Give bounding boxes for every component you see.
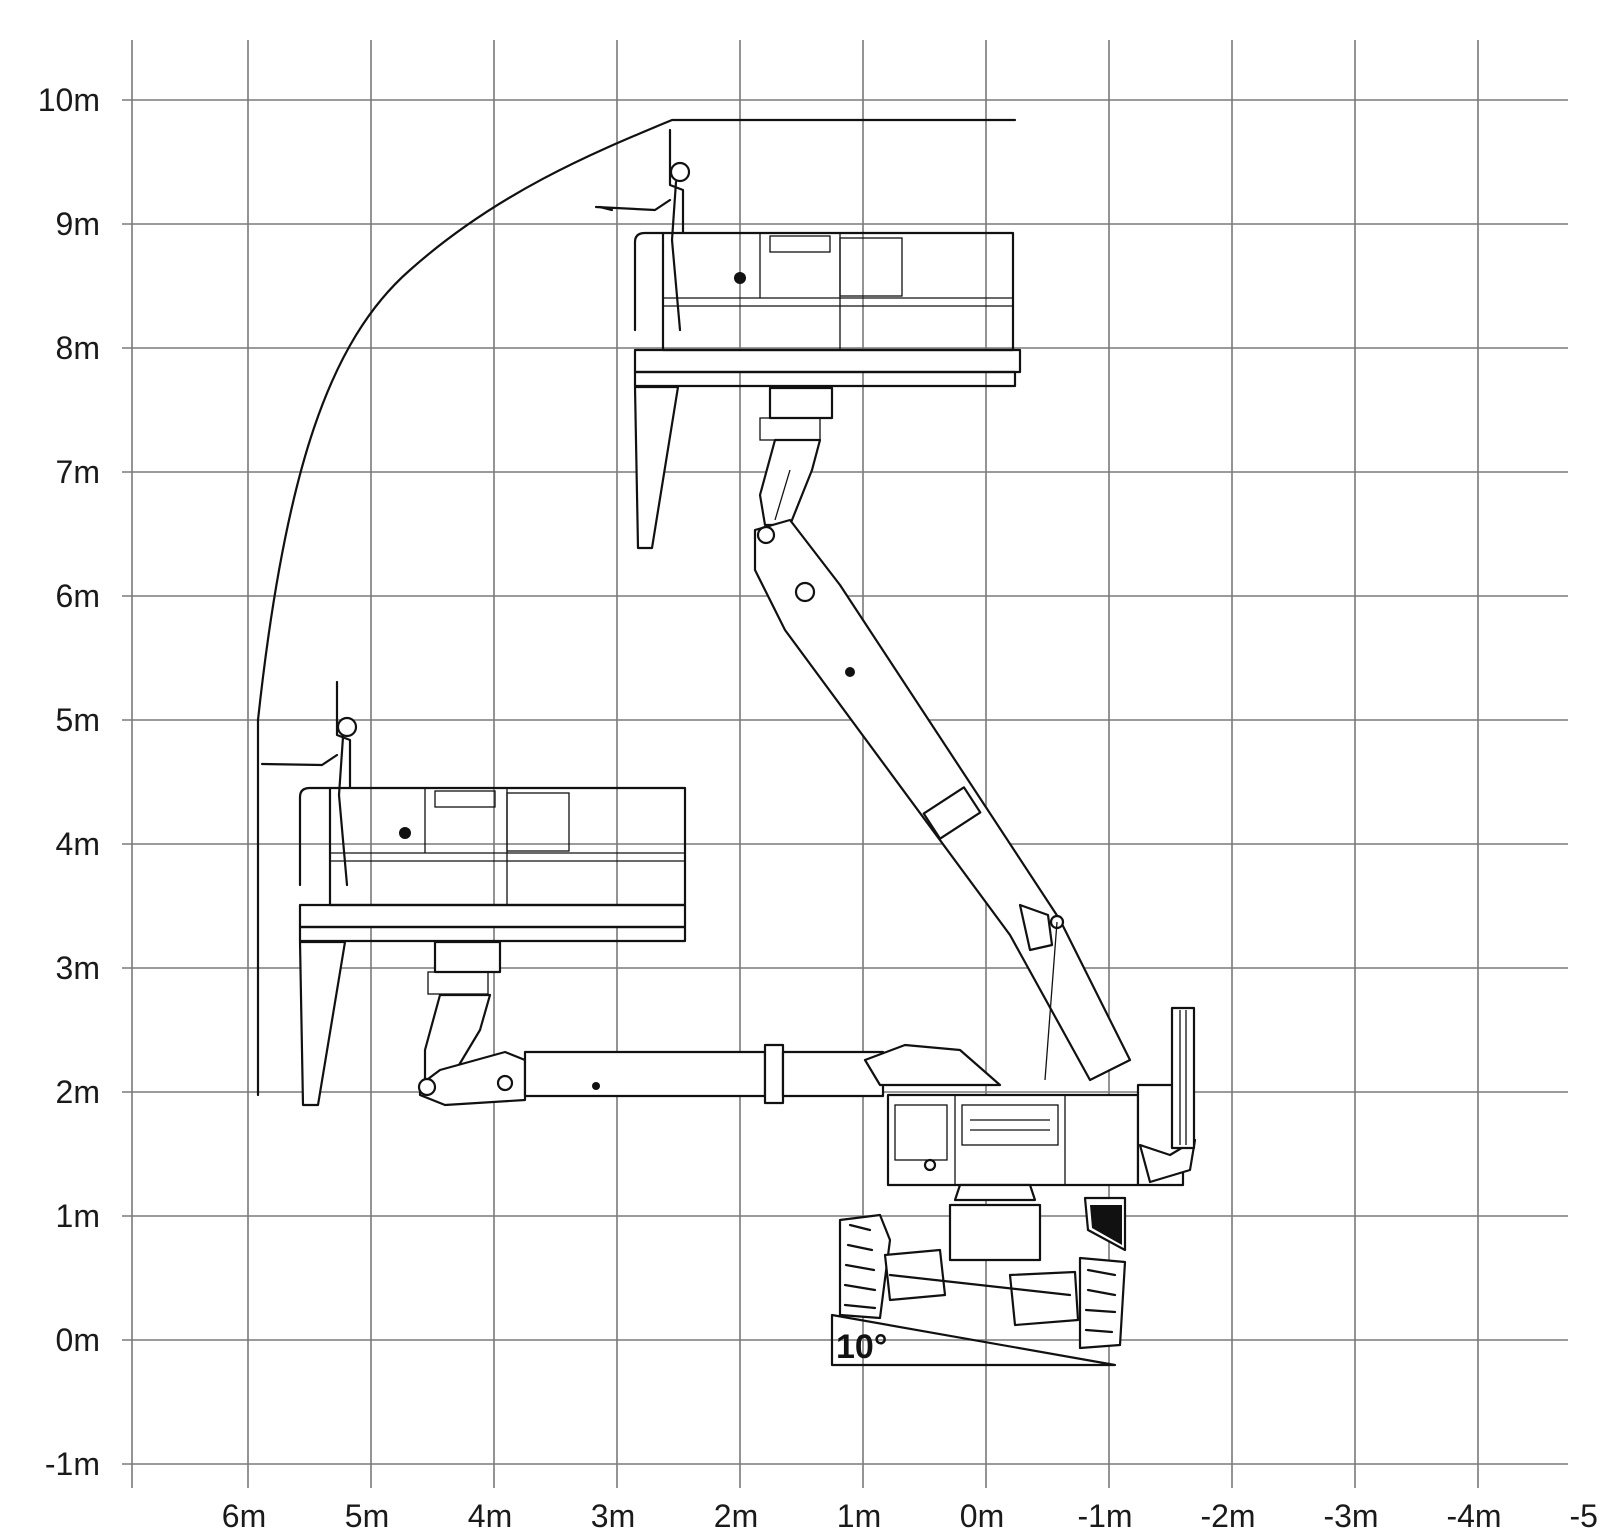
x-tick-label: 3m xyxy=(591,1498,635,1534)
x-tick-label: -5m xyxy=(1569,1498,1600,1534)
slope-indicator: 10° xyxy=(830,1313,1117,1367)
x-tick-label: -4m xyxy=(1446,1498,1501,1534)
x-tick-label: 5m xyxy=(345,1498,389,1534)
grid xyxy=(122,40,1568,1488)
y-tick-label: 5m xyxy=(56,702,100,738)
jib-upper xyxy=(758,438,822,527)
y-tick-label: 7m xyxy=(56,454,100,490)
slope-label: 10° xyxy=(836,1328,887,1366)
y-tick-label: -1m xyxy=(45,1446,100,1482)
y-tick-label: 2m xyxy=(56,1074,100,1110)
horizontal-boom xyxy=(417,1043,1002,1107)
turret xyxy=(886,1083,1197,1187)
crawler-tracks xyxy=(838,1213,1127,1350)
x-tick-label: 6m xyxy=(222,1498,266,1534)
upper-operator-figure xyxy=(594,128,691,332)
x-tick-label: -1m xyxy=(1077,1498,1132,1534)
x-axis-labels: 6m 5m 4m 3m 2m 1m 0m -1m -2m -3m -4m -5m xyxy=(222,1498,1600,1534)
y-tick-label: 1m xyxy=(56,1198,100,1234)
x-tick-label: -2m xyxy=(1200,1498,1255,1534)
x-tick-label: 0m xyxy=(960,1498,1004,1534)
y-tick-label: 0m xyxy=(56,1322,100,1358)
rear-counterweight-mast xyxy=(1170,1006,1196,1150)
undercarriage xyxy=(948,1183,1127,1262)
main-boom xyxy=(753,518,1132,1082)
y-tick-label: 6m xyxy=(56,578,100,614)
y-tick-label: 3m xyxy=(56,950,100,986)
y-tick-label: 10m xyxy=(38,82,100,118)
x-tick-label: 1m xyxy=(837,1498,881,1534)
x-tick-label: -3m xyxy=(1323,1498,1378,1534)
y-tick-label: 9m xyxy=(56,206,100,242)
y-tick-label: 4m xyxy=(56,826,100,862)
y-tick-label: 8m xyxy=(56,330,100,366)
x-tick-label: 4m xyxy=(468,1498,512,1534)
working-envelope-curve xyxy=(256,118,1017,1097)
upper-platform xyxy=(633,231,1022,550)
x-tick-label: 2m xyxy=(714,1498,758,1534)
lower-operator-figure xyxy=(260,680,358,887)
y-axis-labels: 10m 9m 8m 7m 6m 5m 4m 3m 2m 1m 0m -1m xyxy=(38,82,100,1482)
